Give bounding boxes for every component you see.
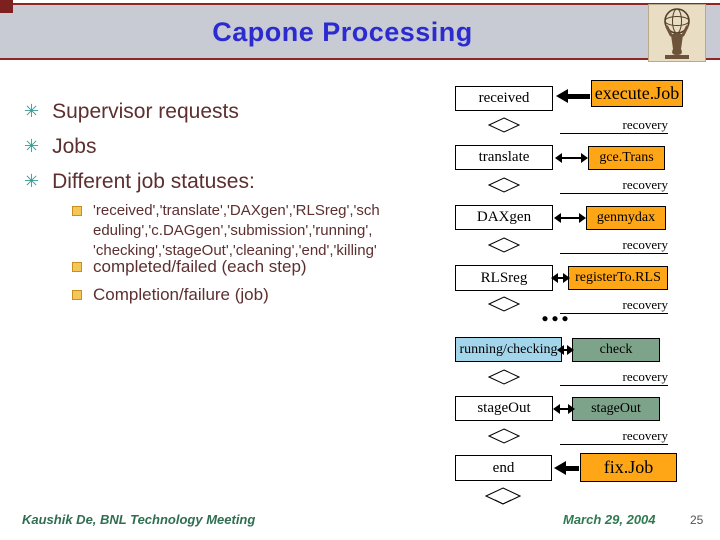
arrow-executejob-to-received bbox=[556, 89, 590, 103]
arrow-stageout-stageout bbox=[553, 404, 575, 414]
status-list-line: 'checking','stageOut','cleaning','end','… bbox=[93, 242, 377, 259]
square-bullet-icon bbox=[72, 206, 82, 216]
arrow-running-check bbox=[557, 345, 574, 355]
bullet-completion-failure: Completion/failure (job) bbox=[72, 285, 269, 305]
atlas-logo-image bbox=[648, 4, 706, 62]
square-bullet-icon bbox=[72, 290, 82, 300]
flow-state-rlsreg: RLSreg bbox=[455, 265, 553, 291]
flow-action-fix-job: fix.Job bbox=[580, 453, 677, 482]
bullet-status-list: 'received','translate','DAXgen','RLSreg'… bbox=[72, 201, 380, 261]
bullet-supervisor-requests: ✳ Supervisor requests bbox=[24, 100, 239, 124]
arrow-daxgen-genmydax bbox=[554, 213, 586, 223]
decision-diamond bbox=[487, 296, 521, 317]
footer-date: March 29, 2004 bbox=[563, 512, 656, 527]
decision-diamond bbox=[487, 177, 521, 198]
bullet-text: completed/failed (each step) bbox=[93, 257, 307, 276]
bullet-text: Different job statuses: bbox=[52, 170, 255, 193]
flow-action-gce-trans: gce.Trans bbox=[588, 146, 665, 170]
status-list-line: 'received','translate','DAXgen','RLSreg'… bbox=[93, 202, 380, 219]
bullet-job-statuses: ✳ Different job statuses: bbox=[24, 170, 255, 194]
flow-state-daxgen: DAXgen bbox=[455, 205, 553, 230]
flow-action-stageout: stageOut bbox=[572, 397, 660, 421]
recovery-label: recovery bbox=[560, 117, 668, 134]
bullet-jobs: ✳ Jobs bbox=[24, 135, 96, 159]
decision-diamond bbox=[487, 428, 521, 449]
flow-state-end: end bbox=[455, 455, 552, 481]
recovery-label: recovery bbox=[560, 428, 668, 445]
bullet-completed-failed: completed/failed (each step) bbox=[72, 257, 307, 277]
bullet-text: Completion/failure (job) bbox=[93, 285, 269, 304]
recovery-label: recovery bbox=[560, 297, 668, 314]
footer-page-number: 25 bbox=[690, 513, 704, 527]
flow-state-translate: translate bbox=[455, 145, 553, 170]
bullet-text: Supervisor requests bbox=[52, 100, 239, 123]
flow-state-running-checking: running/checking bbox=[455, 337, 562, 362]
flow-action-check: check bbox=[572, 338, 660, 362]
decision-diamond bbox=[487, 369, 521, 390]
arrow-fixjob-to-end bbox=[554, 461, 579, 475]
footer-credit: Kaushik De, BNL Technology Meeting bbox=[22, 512, 256, 527]
flow-action-genmydax: genmydax bbox=[586, 206, 666, 230]
flow-action-execute-job: execute.Job bbox=[591, 80, 683, 107]
star-bullet-icon: ✳ bbox=[24, 171, 40, 191]
recovery-label: recovery bbox=[560, 177, 668, 194]
arrow-translate-gcetrans bbox=[555, 153, 588, 163]
recovery-label: recovery bbox=[560, 369, 668, 386]
recovery-label: recovery bbox=[560, 237, 668, 254]
arrow-rlsreg-registertorls bbox=[551, 273, 570, 283]
square-bullet-icon bbox=[72, 262, 82, 272]
flow-state-stageout: stageOut bbox=[455, 396, 553, 421]
bullet-text: Jobs bbox=[52, 135, 97, 158]
star-bullet-icon: ✳ bbox=[24, 101, 40, 121]
star-bullet-icon: ✳ bbox=[24, 136, 40, 156]
header-band bbox=[0, 3, 720, 60]
status-list-line: eduling','c.DAGgen','submission','runnin… bbox=[93, 222, 373, 239]
corner-square-decoration bbox=[0, 0, 13, 13]
decision-diamond bbox=[487, 117, 521, 138]
page-title: Capone Processing bbox=[212, 17, 473, 47]
flow-state-received: received bbox=[455, 86, 553, 111]
flow-ellipsis: ... bbox=[541, 292, 571, 328]
decision-diamond bbox=[487, 237, 521, 258]
atlas-logo bbox=[648, 4, 706, 62]
flow-action-register-to-rls: registerTo.RLS bbox=[568, 266, 668, 290]
decision-diamond bbox=[484, 487, 522, 510]
